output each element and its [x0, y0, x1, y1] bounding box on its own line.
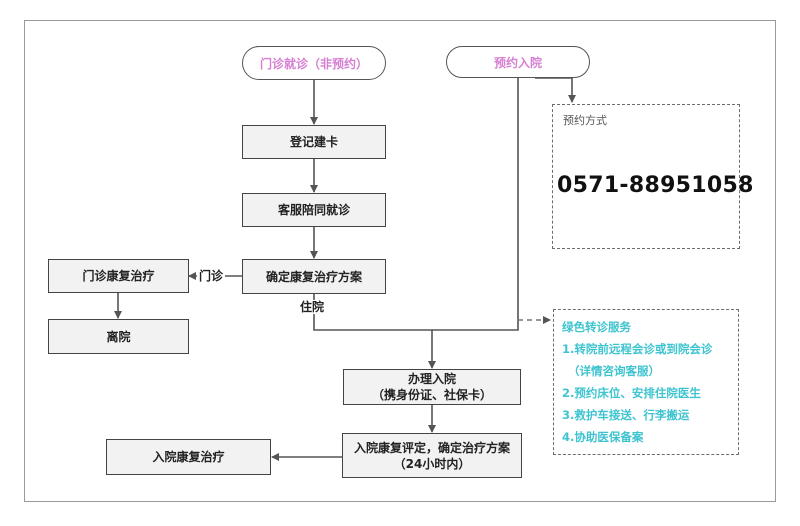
- service-accompany-node: 客服陪同就诊: [242, 193, 386, 227]
- evaluation-label-line2: （24小时内）: [393, 456, 471, 471]
- green-channel-item: 3.救护车接送、行李搬运: [562, 408, 690, 422]
- green-channel-item: （详情咨询客服）: [568, 364, 660, 378]
- confirm-plan-label: 确定康复治疗方案: [265, 269, 362, 284]
- edge-label-outpatient: 门诊: [197, 269, 226, 283]
- diagram-frame: [24, 20, 776, 502]
- register-card-node: 登记建卡: [242, 125, 386, 159]
- outpatient-visit-label: 门诊就诊（非预约）: [259, 56, 368, 71]
- green-channel-panel: 绿色转诊服务 1.转院前远程会诊或到院会诊 （详情咨询客服） 2.预约床位、安排…: [553, 309, 739, 455]
- appointment-method-panel: 预约方式 0571-88951058: [552, 104, 753, 249]
- arrow-confirm-to-admission: [313, 294, 436, 369]
- confirm-plan-node: 确定康复治疗方案: [242, 259, 386, 294]
- outpatient-visit-node: 门诊就诊（非预约）: [242, 46, 386, 80]
- inpatient-rehab-label: 入院康复治疗: [152, 450, 225, 464]
- discharge-label: 离院: [106, 329, 131, 344]
- appointment-admission-label: 预约入院: [493, 55, 542, 70]
- inpatient-rehab-node: 入院康复治疗: [106, 439, 271, 475]
- appointment-phone-number: 0571-88951058: [557, 173, 754, 198]
- appointment-admission-node: 预约入院: [446, 46, 590, 78]
- line-appointment-down: [432, 78, 519, 331]
- evaluation-label-line1: 入院康复评定，确定治疗方案: [353, 440, 510, 455]
- evaluation-node: 入院康复评定，确定治疗方案 （24小时内）: [342, 433, 522, 478]
- green-channel-item: 1.转院前远程会诊或到院会诊: [562, 342, 713, 356]
- register-card-label: 登记建卡: [289, 135, 338, 149]
- arrow-to-appt-panel: [535, 77, 576, 103]
- green-channel-item: 2.预约床位、安排住院医生: [562, 386, 701, 400]
- green-channel-title: 绿色转诊服务: [562, 320, 631, 334]
- admission-node: 办理入院 （携身份证、社保卡）: [343, 369, 521, 405]
- green-channel-item: 4.协助医保备案: [562, 430, 644, 444]
- service-accompany-label: 客服陪同就诊: [277, 203, 350, 217]
- admission-label-line1: 办理入院: [407, 372, 456, 386]
- appointment-method-title: 预约方式: [563, 114, 607, 127]
- discharge-node: 离院: [48, 319, 189, 354]
- outpatient-rehab-label: 门诊康复治疗: [82, 269, 155, 283]
- admission-label-line2: （携身份证、社保卡）: [371, 388, 492, 402]
- outpatient-rehab-node: 门诊康复治疗: [48, 259, 189, 293]
- edge-label-inpatient: 住院: [298, 300, 327, 314]
